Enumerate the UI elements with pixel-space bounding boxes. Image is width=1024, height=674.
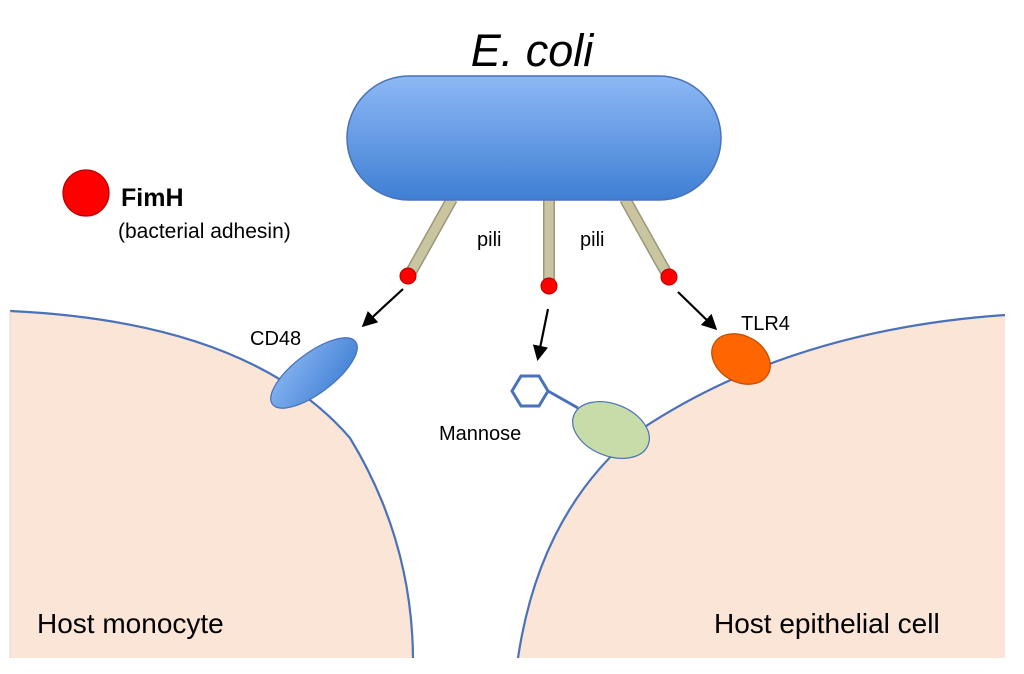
mannose-hexagon-icon xyxy=(510,374,550,408)
fimh-legend-description: (bacterial adhesin) xyxy=(118,220,291,243)
arrow-to-tlr4 xyxy=(677,291,718,331)
fimh-tip-right xyxy=(660,268,678,286)
ecoli-bacterium xyxy=(346,75,722,201)
fimh-tip-center xyxy=(540,277,558,295)
host-epithelial-label: Host epithelial cell xyxy=(714,608,940,639)
mannose-receptor xyxy=(572,401,650,459)
tlr4-label: TLR4 xyxy=(741,313,790,335)
diagram-title: E. coli xyxy=(471,25,596,76)
fimh-tip-left xyxy=(399,267,417,285)
host-epithelial-membrane xyxy=(516,313,1006,659)
tlr4-receptor xyxy=(711,333,771,385)
host-monocyte-cell xyxy=(10,311,413,658)
mannose-stalk xyxy=(547,389,579,410)
pili-label-center: pili xyxy=(477,229,501,251)
fimh-legend-label: FimH xyxy=(121,184,184,212)
pilus-right-core xyxy=(621,196,671,277)
host-monocyte-label: Host monocyte xyxy=(37,608,224,639)
arrow-to-mannose xyxy=(532,308,550,362)
pilus-left-core xyxy=(406,196,456,277)
host-monocyte-membrane xyxy=(9,309,415,659)
cd48-label: CD48 xyxy=(250,328,301,350)
pili-label-right: pili xyxy=(580,229,604,251)
host-epithelial-cell xyxy=(518,315,1005,658)
cd48-receptor xyxy=(270,337,358,409)
fimh-legend-icon xyxy=(62,169,110,217)
arrow-to-cd48 xyxy=(361,288,404,328)
mannose-label: Mannose xyxy=(439,423,521,445)
